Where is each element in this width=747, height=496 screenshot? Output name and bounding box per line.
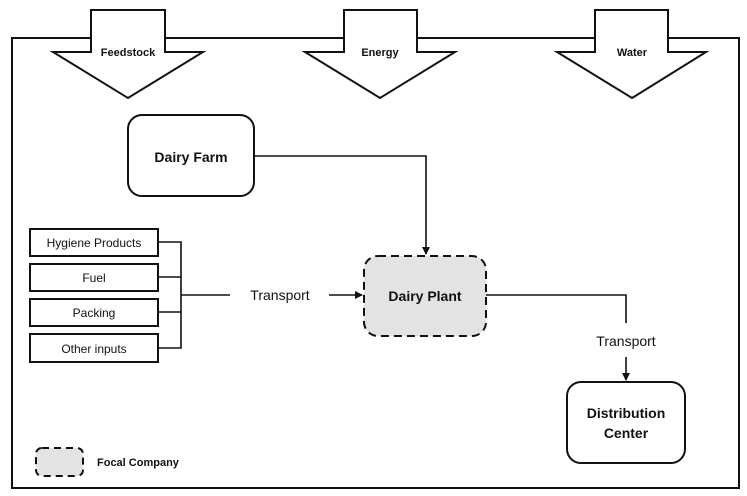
edge-label-transport-distribution: Transport — [596, 333, 656, 349]
node-label-dairy-plant: Dairy Plant — [388, 288, 461, 304]
node-label-distribution-line1: Distribution — [587, 405, 666, 421]
input-label-water: Water — [617, 47, 648, 59]
node-label-dairy-farm: Dairy Farm — [154, 149, 227, 165]
input-arrow-feedstock: Feedstock — [49, 9, 207, 100]
input-bracket — [158, 241, 230, 349]
edge-farm-to-plant — [254, 155, 430, 255]
input-item-label: Hygiene Products — [47, 236, 142, 250]
input-arrow-water: Water — [553, 9, 710, 100]
legend-swatch-focal — [35, 447, 84, 477]
node-dairy-plant[interactable]: Dairy Plant — [363, 255, 487, 337]
node-distribution-center[interactable]: Distribution Center — [566, 381, 686, 464]
input-item-fuel[interactable]: Fuel — [29, 263, 159, 292]
input-item-label: Other inputs — [61, 342, 126, 356]
node-label-distribution-line2: Center — [604, 425, 649, 441]
input-item-label: Packing — [73, 306, 116, 320]
node-dairy-farm[interactable]: Dairy Farm — [127, 114, 255, 197]
input-arrow-energy: Energy — [301, 9, 459, 100]
input-item-packing[interactable]: Packing — [29, 298, 159, 327]
input-label-energy: Energy — [361, 47, 399, 59]
legend-label-focal-company: Focal Company — [97, 457, 180, 469]
legend: Focal Company — [35, 447, 180, 477]
input-item-other-inputs[interactable]: Other inputs — [29, 333, 159, 363]
edge-plant-to-transport — [486, 294, 627, 323]
input-item-hygiene-products[interactable]: Hygiene Products — [29, 228, 159, 257]
input-list: Hygiene Products Fuel Packing Other inpu… — [29, 228, 159, 363]
input-label-feedstock: Feedstock — [101, 47, 156, 59]
edge-label-transport-inputs: Transport — [250, 287, 310, 303]
input-item-label: Fuel — [82, 271, 105, 285]
